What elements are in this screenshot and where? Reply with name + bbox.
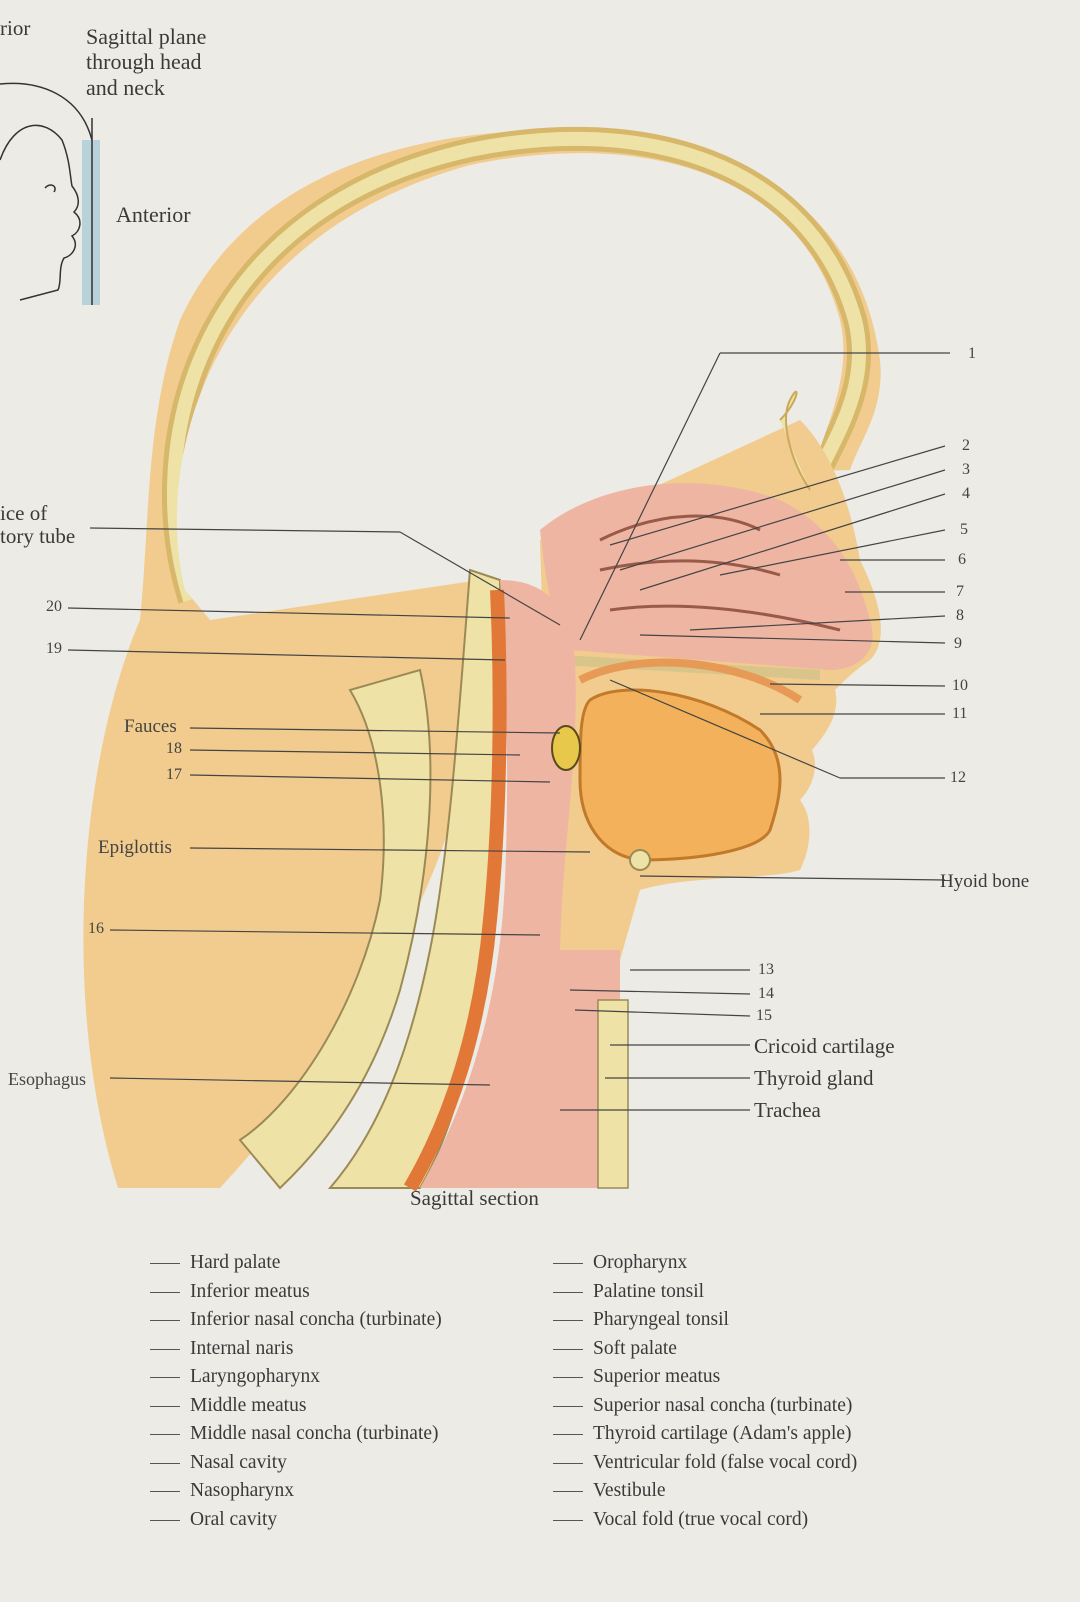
plane-title: Sagittal plane through head and neck <box>86 24 206 100</box>
answer-blank[interactable] <box>150 1434 180 1435</box>
answer-blank[interactable] <box>553 1434 583 1435</box>
label-2: 2 <box>962 438 970 454</box>
list-item: Internal naris <box>150 1338 442 1367</box>
worksheet-right-column: Oropharynx Palatine tonsil Pharyngeal to… <box>553 1252 857 1537</box>
label-7: 7 <box>956 584 964 600</box>
answer-blank[interactable] <box>150 1491 180 1492</box>
list-item-label: Thyroid cartilage (Adam's apple) <box>593 1423 852 1445</box>
label-13: 13 <box>758 962 774 978</box>
list-item-label: Vocal fold (true vocal cord) <box>593 1509 808 1531</box>
answer-blank[interactable] <box>150 1377 180 1378</box>
answer-blank[interactable] <box>553 1377 583 1378</box>
label-20: 20 <box>46 599 62 615</box>
list-item: Middle meatus <box>150 1395 442 1424</box>
list-item: Superior meatus <box>553 1366 857 1395</box>
label-9: 9 <box>954 636 962 652</box>
answer-blank[interactable] <box>150 1520 180 1521</box>
label-16: 16 <box>88 921 104 937</box>
answer-blank[interactable] <box>150 1320 180 1321</box>
list-item-label: Superior meatus <box>593 1366 720 1388</box>
list-item-label: Pharyngeal tonsil <box>593 1309 729 1331</box>
anterior-label: Anterior <box>116 204 191 226</box>
label-6: 6 <box>958 552 966 568</box>
list-item: Vestibule <box>553 1480 857 1509</box>
list-item: Inferior meatus <box>150 1281 442 1310</box>
list-item-label: Middle nasal concha (turbinate) <box>190 1423 439 1445</box>
worksheet-left-column: Hard palate Inferior meatus Inferior nas… <box>150 1252 442 1537</box>
answer-blank[interactable] <box>553 1292 583 1293</box>
list-item: Vocal fold (true vocal cord) <box>553 1509 857 1538</box>
answer-blank[interactable] <box>553 1406 583 1407</box>
answer-blank[interactable] <box>150 1406 180 1407</box>
label-17: 17 <box>166 767 182 783</box>
answer-blank[interactable] <box>553 1463 583 1464</box>
list-item: Thyroid cartilage (Adam's apple) <box>553 1423 857 1452</box>
label-12: 12 <box>950 770 966 786</box>
answer-blank[interactable] <box>553 1349 583 1350</box>
list-item: Nasopharynx <box>150 1480 442 1509</box>
label-epiglottis: Epiglottis <box>98 838 172 857</box>
label-18: 18 <box>166 741 182 757</box>
list-item-label: Vestibule <box>593 1480 666 1502</box>
list-item: Nasal cavity <box>150 1452 442 1481</box>
list-item-label: Ventricular fold (false vocal cord) <box>593 1452 857 1474</box>
label-10: 10 <box>952 678 968 694</box>
answer-blank[interactable] <box>553 1491 583 1492</box>
label-thyroid-gland: Thyroid gland <box>754 1068 874 1089</box>
reference-head-figure <box>0 83 100 305</box>
answer-blank[interactable] <box>553 1320 583 1321</box>
list-item: Laryngopharynx <box>150 1366 442 1395</box>
label-3: 3 <box>962 462 970 478</box>
answer-blank[interactable] <box>150 1349 180 1350</box>
list-item-label: Inferior meatus <box>190 1281 310 1303</box>
label-11: 11 <box>952 706 967 722</box>
list-item: Middle nasal concha (turbinate) <box>150 1423 442 1452</box>
answer-blank[interactable] <box>553 1520 583 1521</box>
list-item: Oropharynx <box>553 1252 857 1281</box>
list-item-label: Oropharynx <box>593 1252 687 1274</box>
label-1: 1 <box>968 346 976 362</box>
list-item-label: Middle meatus <box>190 1395 306 1417</box>
list-item-label: Superior nasal concha (turbinate) <box>593 1395 852 1417</box>
list-item-label: Hard palate <box>190 1252 280 1274</box>
label-15: 15 <box>756 1008 772 1024</box>
label-cricoid-cartilage: Cricoid cartilage <box>754 1036 895 1057</box>
list-item-label: Nasal cavity <box>190 1452 287 1474</box>
list-item: Soft palate <box>553 1338 857 1367</box>
label-fauces: Fauces <box>124 717 177 736</box>
list-item-label: Inferior nasal concha (turbinate) <box>190 1309 442 1331</box>
list-item-label: Nasopharynx <box>190 1480 294 1502</box>
corner-label: rior <box>0 18 30 39</box>
answer-blank[interactable] <box>150 1463 180 1464</box>
answer-blank[interactable] <box>150 1292 180 1293</box>
answer-blank[interactable] <box>150 1263 180 1264</box>
label-19: 19 <box>46 641 62 657</box>
list-item-label: Palatine tonsil <box>593 1281 704 1303</box>
list-item: Hard palate <box>150 1252 442 1281</box>
list-item-label: Internal naris <box>190 1338 293 1360</box>
label-4: 4 <box>962 486 970 502</box>
auditory-tube-label: ice of tory tube <box>0 502 75 548</box>
answer-blank[interactable] <box>553 1263 583 1264</box>
list-item: Oral cavity <box>150 1509 442 1538</box>
list-item-label: Laryngopharynx <box>190 1366 320 1388</box>
list-item: Superior nasal concha (turbinate) <box>553 1395 857 1424</box>
label-5: 5 <box>960 522 968 538</box>
list-item-label: Soft palate <box>593 1338 677 1360</box>
list-item: Pharyngeal tonsil <box>553 1309 857 1338</box>
list-item: Inferior nasal concha (turbinate) <box>150 1309 442 1338</box>
label-14: 14 <box>758 986 774 1002</box>
list-item: Ventricular fold (false vocal cord) <box>553 1452 857 1481</box>
caption-sagittal-section: Sagittal section <box>410 1188 539 1209</box>
list-item: Palatine tonsil <box>553 1281 857 1310</box>
label-esophagus: Esophagus <box>8 1070 86 1088</box>
list-item-label: Oral cavity <box>190 1509 277 1531</box>
label-trachea: Trachea <box>754 1100 821 1121</box>
label-8: 8 <box>956 608 964 624</box>
label-hyoid-bone: Hyoid bone <box>940 872 1029 891</box>
